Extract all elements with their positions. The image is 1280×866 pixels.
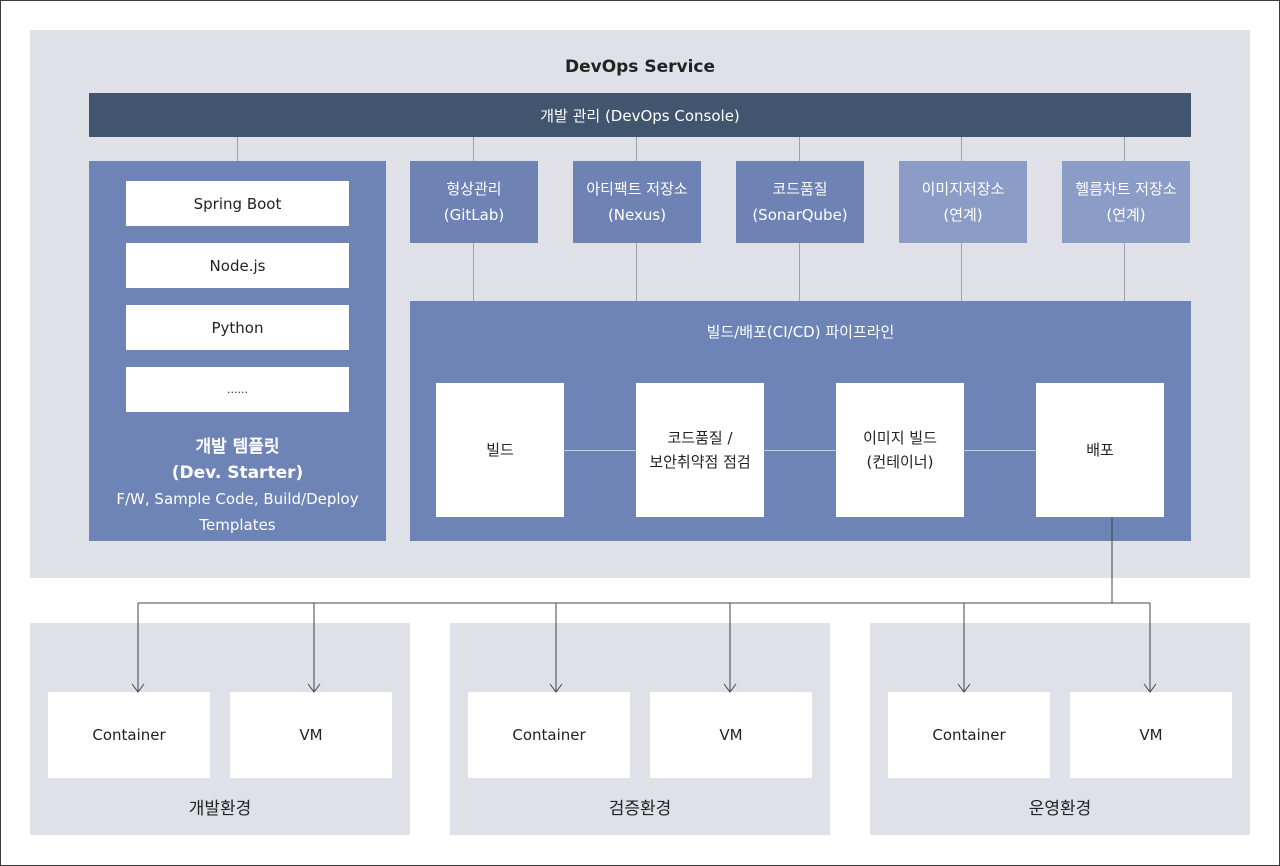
- env-label-prod: 운영환경: [1028, 799, 1092, 819]
- stage-line1: 배포: [1086, 441, 1114, 459]
- env-dev-container: Container: [48, 692, 210, 778]
- dev-template-subtitle: (Dev. Starter): [171, 463, 304, 483]
- connector-tool-4-pipeline: [961, 243, 962, 301]
- tool-sub: (연계): [1106, 206, 1146, 224]
- devops-console-bar: 개발 관리 (DevOps Console): [89, 93, 1191, 137]
- tool-name: 이미지저장소: [921, 180, 1005, 198]
- env-prod-vm: VM: [1070, 692, 1232, 778]
- connector-console-tool-5: [1124, 137, 1125, 161]
- connector-console-tool-2: [636, 137, 637, 161]
- stage-line1: 빌드: [486, 441, 514, 459]
- tool-name: 코드품질: [772, 180, 828, 198]
- tool-sub: (Nexus): [607, 206, 667, 224]
- arrowhead-dev-container: [131, 683, 145, 693]
- tool-box-nexus: 아티팩트 저장소 (Nexus): [573, 161, 701, 243]
- dev-template-caption: 개발 템플릿 (Dev. Starter) F/W, Sample Code, …: [89, 434, 386, 538]
- pipeline-stage-connector: [564, 450, 1036, 451]
- stage-line1: 코드품질 /: [667, 429, 733, 447]
- cicd-pipeline-title: 빌드/배포(CI/CD) 파이프라인: [706, 323, 895, 341]
- arrowhead-staging-vm: [723, 683, 737, 693]
- tool-sub: (SonarQube): [752, 206, 848, 224]
- connector-tool-5-pipeline: [1124, 243, 1125, 301]
- connector-console-tool-1: [473, 137, 474, 161]
- connector-tool-1-pipeline: [473, 243, 474, 301]
- connector-tool-3-pipeline: [799, 243, 800, 301]
- tool-name: 아티팩트 저장소: [586, 180, 688, 198]
- template-item-more: ......: [126, 367, 349, 412]
- pipeline-stage-deploy: 배포: [1036, 383, 1164, 517]
- arrowhead-dev-vm: [307, 683, 321, 693]
- tool-name: 헬름차트 저장소: [1075, 180, 1177, 198]
- tool-box-helm-repo: 헬름차트 저장소 (연계): [1062, 161, 1190, 243]
- arrowhead-prod-container: [957, 683, 971, 693]
- connector-console-tool-4: [961, 137, 962, 161]
- template-item-python: Python: [126, 305, 349, 350]
- template-item-spring-boot: Spring Boot: [126, 181, 349, 226]
- connector-console-template: [237, 137, 238, 161]
- connector-tool-2-pipeline: [636, 243, 637, 301]
- tool-box-gitlab: 형상관리 (GitLab): [410, 161, 538, 243]
- tool-sub: (GitLab): [443, 206, 505, 224]
- tool-box-image-registry: 이미지저장소 (연계): [899, 161, 1027, 243]
- template-item-nodejs: Node.js: [126, 243, 349, 288]
- tool-box-sonarqube: 코드품질 (SonarQube): [736, 161, 864, 243]
- pipeline-stage-image-build: 이미지 빌드 (컨테이너): [836, 383, 964, 517]
- env-label-staging: 검증환경: [608, 799, 672, 819]
- stage-line1: 이미지 빌드: [863, 429, 937, 447]
- env-staging-vm: VM: [650, 692, 812, 778]
- tool-sub: (연계): [943, 206, 983, 224]
- pipeline-stage-quality-check: 코드품질 / 보안취약점 점검: [636, 383, 764, 517]
- connector-console-tool-3: [799, 137, 800, 161]
- stage-line2: 보안취약점 점검: [649, 453, 751, 471]
- tool-name: 형상관리: [446, 180, 502, 198]
- env-prod-container: Container: [888, 692, 1050, 778]
- env-dev-vm: VM: [230, 692, 392, 778]
- deploy-trunk-line: [1100, 517, 1113, 604]
- devops-service-title: DevOps Service: [564, 57, 716, 77]
- stage-line2: (컨테이너): [866, 453, 934, 471]
- env-staging-container: Container: [468, 692, 630, 778]
- env-label-dev: 개발환경: [188, 799, 252, 819]
- dev-template-title: 개발 템플릿: [195, 437, 280, 457]
- dev-template-desc-2: Templates: [199, 516, 276, 534]
- arrowhead-staging-container: [549, 683, 563, 693]
- pipeline-stage-build: 빌드: [436, 383, 564, 517]
- arrowhead-prod-vm: [1143, 683, 1157, 693]
- dev-template-desc-1: F/W, Sample Code, Build/Deploy: [116, 490, 359, 508]
